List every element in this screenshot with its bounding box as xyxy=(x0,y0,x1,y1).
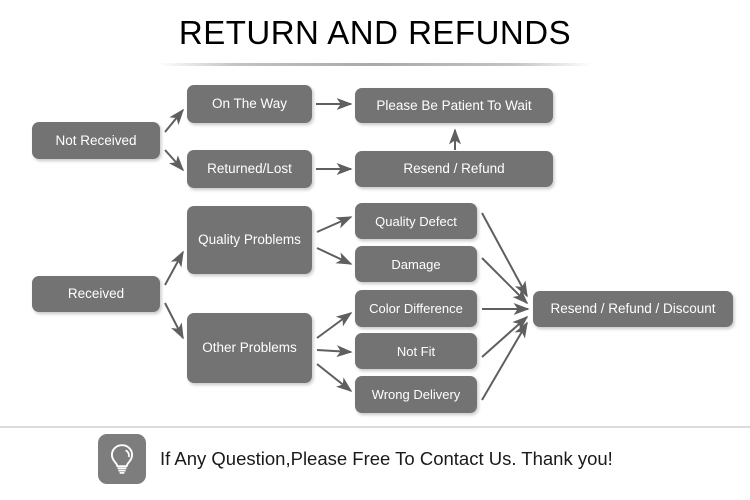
node-wrong-delivery[interactable]: Wrong Delivery xyxy=(355,376,477,413)
edge-damage-final xyxy=(481,257,529,305)
edge-notreceived-ontheway xyxy=(164,108,185,133)
node-resend-refund[interactable]: Resend / Refund xyxy=(355,151,553,187)
edge-received-quality xyxy=(164,250,184,286)
edge-notreceived-returned xyxy=(164,149,185,172)
title-divider xyxy=(158,63,592,66)
node-on-the-way[interactable]: On The Way xyxy=(187,85,312,123)
edge-quality-damage xyxy=(316,247,353,265)
node-not-received[interactable]: Not Received xyxy=(32,122,160,159)
node-quality-problems[interactable]: Quality Problems xyxy=(187,206,312,274)
edge-other-notfit xyxy=(316,345,353,358)
edge-other-wrongdelivery xyxy=(316,363,353,392)
edge-quality-qualitydefect xyxy=(316,216,353,233)
node-received[interactable]: Received xyxy=(32,276,160,312)
footer-note: If Any Question,Please Free To Contact U… xyxy=(98,434,613,484)
edge-notfit-final xyxy=(481,315,529,358)
edge-other-colordifference xyxy=(316,312,353,339)
footer-message: If Any Question,Please Free To Contact U… xyxy=(160,448,613,469)
node-color-difference[interactable]: Color Difference xyxy=(355,290,477,327)
footer-divider xyxy=(0,426,750,428)
node-quality-defect[interactable]: Quality Defect xyxy=(355,203,477,239)
page-title: RETURN AND REFUNDS xyxy=(178,14,572,51)
lightbulb-icon xyxy=(98,434,146,484)
node-resend-refund-discount[interactable]: Resend / Refund / Discount xyxy=(533,291,733,327)
node-not-fit[interactable]: Not Fit xyxy=(355,333,477,369)
edge-received-other xyxy=(164,302,184,340)
edge-qualitydefect-final xyxy=(481,212,528,298)
edge-wrongdelivery-final xyxy=(481,321,528,401)
node-other-problems[interactable]: Other Problems xyxy=(187,313,312,383)
node-please-be-patient-to-wait[interactable]: Please Be Patient To Wait xyxy=(355,88,553,123)
node-damage[interactable]: Damage xyxy=(355,246,477,282)
node-returned-lost[interactable]: Returned/Lost xyxy=(187,150,312,188)
